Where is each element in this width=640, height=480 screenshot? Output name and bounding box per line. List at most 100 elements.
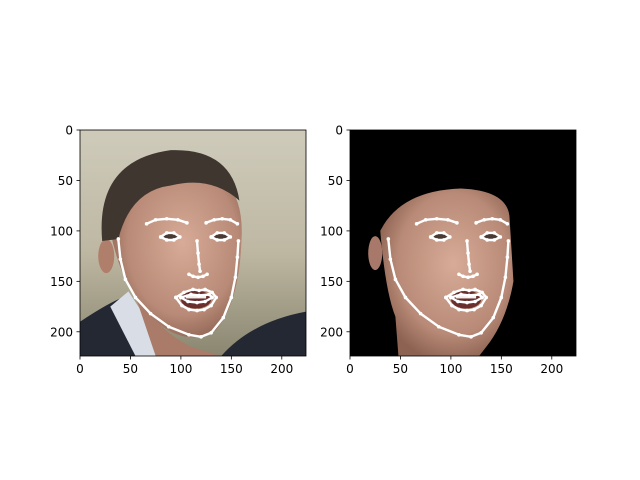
landmark-point (144, 222, 149, 226)
landmark-point (166, 324, 171, 329)
neck-shape (135, 296, 222, 356)
landmark-point (221, 315, 226, 320)
landmark-point (189, 292, 193, 297)
panel-image-right (350, 130, 576, 356)
landmark-point (482, 217, 486, 222)
landmark-point (191, 287, 195, 292)
landmark-point (467, 262, 471, 266)
landmark-nose-bridge (465, 239, 472, 273)
x-tick-label: 50 (123, 362, 138, 376)
landmarks-right (386, 216, 511, 339)
landmark-point (196, 251, 200, 255)
y-tick-label: 200 (320, 325, 343, 339)
landmark-point (498, 217, 503, 222)
teeth-shape (455, 294, 477, 299)
landmark-point (220, 216, 225, 221)
landmark-point (229, 295, 234, 300)
landmark-point (197, 262, 201, 266)
landmark-point (490, 216, 495, 221)
landmark-point (197, 293, 201, 298)
landmark-point (209, 303, 213, 308)
landmark-point (473, 299, 477, 304)
landmark-point (459, 292, 463, 297)
landmark-point (176, 217, 180, 222)
landmark-point (506, 239, 511, 243)
landmark-point (479, 330, 483, 335)
landmark-point (472, 307, 476, 312)
landmark-point (434, 231, 439, 235)
panel-image-left (80, 130, 306, 356)
landmark-point (205, 272, 209, 277)
y-tick-label: 0 (335, 124, 343, 138)
landmark-point (452, 290, 456, 295)
landmark-point (172, 238, 176, 242)
landmark-point (164, 231, 169, 235)
landmark-point (222, 238, 227, 242)
x-tick-label: 150 (490, 362, 513, 376)
landmark-point (215, 231, 220, 235)
landmark-point (471, 274, 475, 279)
y-tick-label: 50 (328, 174, 343, 188)
landmark-point (491, 315, 496, 320)
landmark-point (133, 295, 138, 300)
axes-frame-left (79, 129, 307, 357)
landmark-point (187, 272, 191, 277)
x-tick-label: 200 (540, 362, 563, 376)
y-tick-label: 100 (320, 224, 343, 238)
landmark-point (236, 239, 241, 243)
landmark-point (484, 295, 489, 300)
landmark-point (210, 295, 214, 300)
landmark-point (485, 238, 490, 242)
x-tick-label: 200 (270, 362, 293, 376)
landmark-point (228, 235, 233, 239)
x-tick-label: 150 (220, 362, 243, 376)
landmark-point (474, 221, 478, 225)
landmark-point (164, 216, 169, 221)
landmark-point (450, 303, 454, 308)
landmark-point (182, 290, 186, 295)
landmark-point (202, 307, 206, 312)
landmark-point (186, 299, 190, 304)
landmark-point (444, 295, 448, 300)
landmark-point (222, 231, 227, 235)
landmark-point (210, 290, 214, 295)
landmark-point (469, 335, 473, 339)
landmark-point (434, 238, 439, 242)
landmark-point (386, 237, 391, 241)
landmark-point (153, 217, 158, 222)
landmark-point (492, 238, 497, 242)
landmark-point (172, 231, 176, 235)
landmark-point (235, 255, 240, 259)
landmark-point (197, 288, 201, 293)
landmark-point (185, 221, 189, 225)
x-tick-label: 100 (439, 362, 462, 376)
landmark-point (461, 274, 465, 279)
landmark-point (212, 217, 216, 222)
landmark-point (467, 288, 471, 293)
landmark-point (198, 269, 202, 274)
landmark-point (456, 299, 460, 304)
landmark-point (467, 293, 471, 298)
landmark-point (414, 222, 419, 226)
landmark-point (473, 287, 477, 292)
landmark-point (436, 324, 441, 329)
landmark-point (449, 295, 453, 300)
landmark-point (228, 217, 233, 222)
landmark-point (446, 217, 450, 222)
landmark-jaw (387, 237, 510, 338)
x-tick-label: 0 (346, 362, 354, 376)
landmark-point (201, 274, 205, 279)
landmark-point (204, 221, 208, 225)
landmark-point (465, 239, 469, 243)
landmark-point (403, 295, 408, 300)
landmark-nose-bridge (195, 239, 202, 273)
landmark-point (448, 235, 452, 239)
masked-face-shape (380, 188, 514, 356)
landmark-point (480, 295, 484, 300)
landmark-point (187, 333, 191, 337)
landmark-point (457, 333, 461, 337)
